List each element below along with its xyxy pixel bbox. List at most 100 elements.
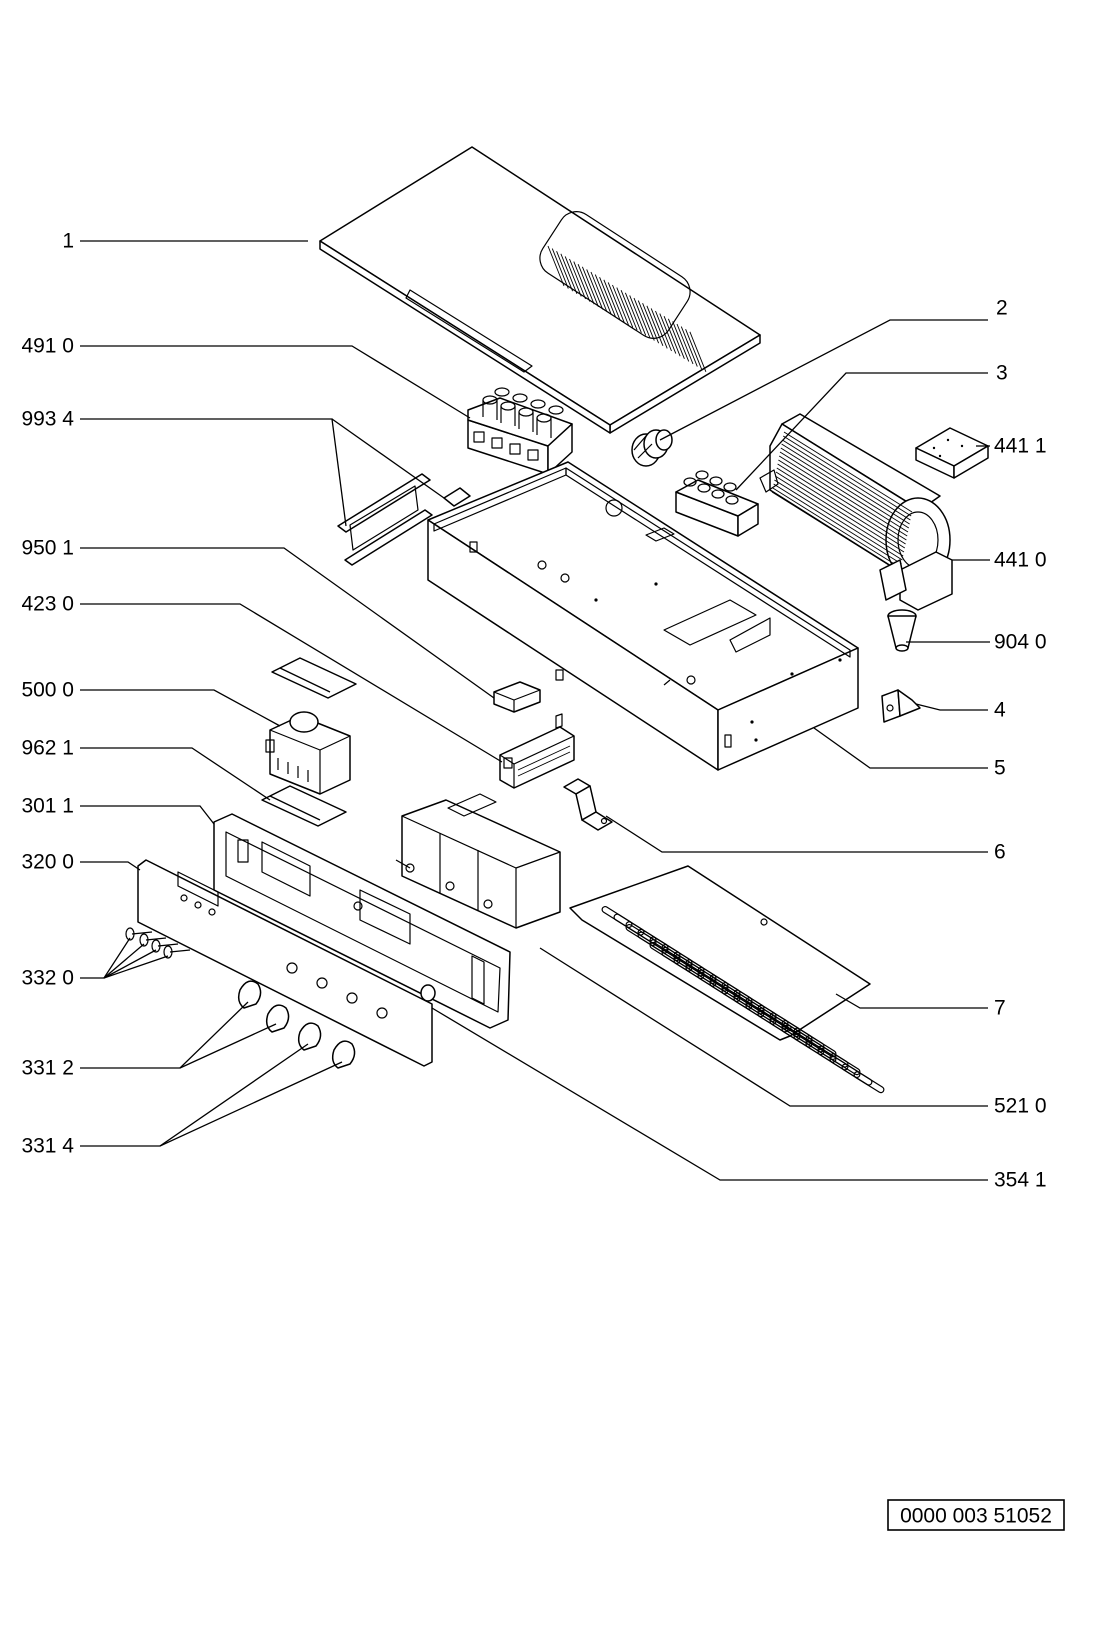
callout-521-0: 521 0: [994, 1095, 1047, 1118]
vent-slot: [642, 303, 660, 344]
part-bracket-strips: [337, 473, 471, 566]
part-small-terminal: [675, 470, 759, 537]
part-small-block: [493, 681, 541, 713]
fan-rib: [777, 463, 906, 545]
vent-slot: [569, 258, 586, 300]
vent-slot: [633, 297, 651, 339]
fan-rib: [773, 483, 902, 565]
callout-332-0: 332 0: [21, 967, 74, 990]
fan-rib: [771, 491, 901, 573]
vent-slot: [659, 313, 677, 354]
callout-2: 2: [996, 297, 1008, 320]
drawing-reference-number: 0000 003 51052: [900, 1505, 1052, 1528]
vent-slot: [573, 261, 591, 302]
vent-slot: [676, 323, 694, 365]
part-front-fascia: [137, 859, 436, 1067]
vent-slot: [650, 308, 668, 349]
callout-331-4: 331 4: [21, 1135, 74, 1158]
callout-301-1: 301 1: [21, 795, 74, 818]
vent-slot: [689, 331, 707, 372]
vent-slot: [620, 290, 638, 331]
part-label-plate-upper: [271, 657, 357, 699]
vent-slot: [637, 300, 655, 341]
fan-rib: [776, 467, 906, 549]
vent-slot: [629, 295, 647, 336]
vent-slot: [624, 292, 642, 333]
callout-320-0: 320 0: [21, 851, 74, 874]
callout-950-1: 950 1: [21, 537, 74, 560]
grille-slot: [853, 1071, 885, 1094]
vent-slot: [547, 245, 565, 287]
vent-slot: [603, 279, 621, 320]
fan-rib: [782, 435, 912, 517]
callout-441-1: 441 1: [994, 435, 1047, 458]
callout-354-1: 354 1: [994, 1169, 1047, 1192]
callout-491-0: 491 0: [21, 335, 74, 358]
vent-slot: [551, 248, 569, 289]
callout-labels: 1 491 0 993 4 950 1 423 0 500 0 962 1 30…: [21, 230, 1046, 1192]
vent-slot: [577, 264, 595, 305]
vent-slot: [667, 318, 685, 359]
vent-slot: [564, 256, 582, 297]
vent-slot: [599, 277, 617, 318]
part-relay-bracket: [499, 713, 575, 789]
fan-rib: [775, 471, 905, 553]
fan-rib: [780, 447, 910, 529]
vent-slot: [594, 274, 612, 315]
part-tangential-fan: [759, 413, 953, 611]
callout-423-0: 423 0: [21, 593, 74, 616]
part-z-bracket: [563, 778, 613, 831]
part-441-1-block: [915, 427, 989, 479]
part-grille-plate: [569, 865, 885, 1094]
vent-slot: [612, 284, 629, 326]
cover-vent-slots: [547, 245, 707, 372]
vent-slot: [680, 326, 698, 367]
fan-rib: [778, 455, 908, 537]
vent-slot: [586, 269, 604, 310]
callout-4: 4: [994, 699, 1006, 722]
callout-441-0: 441 0: [994, 549, 1047, 572]
vent-slot: [646, 305, 664, 346]
fan-rib: [778, 459, 907, 541]
callout-962-1: 962 1: [21, 737, 74, 760]
fan-rib: [781, 443, 910, 525]
vent-slot: [672, 321, 690, 362]
callout-331-2: 331 2: [21, 1057, 74, 1080]
vent-slot: [556, 251, 574, 292]
part-terminal-block: [467, 387, 573, 475]
callout-904-0: 904 0: [994, 631, 1047, 654]
callout-5: 5: [994, 757, 1006, 780]
vent-slot: [607, 282, 625, 323]
part-top-cover: [319, 146, 761, 434]
part-main-housing: [427, 461, 859, 771]
fan-rib: [783, 431, 913, 513]
vent-slot: [581, 266, 599, 307]
part-cable-gland: [631, 429, 673, 467]
fan-rib: [772, 487, 902, 569]
fan-rib: [774, 475, 904, 557]
part-timer-module: [395, 793, 561, 929]
leader-lines: [80, 240, 990, 1181]
callout-7: 7: [994, 997, 1006, 1020]
grille-slots: [601, 905, 885, 1094]
vent-slot: [685, 329, 703, 370]
callout-1: 1: [62, 230, 74, 253]
part-rotary-switch: [265, 711, 351, 795]
callout-3: 3: [996, 362, 1008, 385]
fan-rib: [774, 479, 903, 561]
fan-rib: [782, 439, 911, 521]
part-screws: [125, 927, 191, 959]
fan-ribs: [771, 431, 913, 573]
callout-6: 6: [994, 841, 1006, 864]
callout-500-0: 500 0: [21, 679, 74, 702]
vent-slot: [560, 253, 578, 294]
part-label-plate-lower: [261, 785, 347, 827]
vent-slot: [663, 316, 681, 357]
drawing-reference-box: 0000 003 51052: [887, 1499, 1065, 1531]
vent-slot: [616, 287, 634, 328]
part-foot: [887, 609, 917, 652]
vent-slot: [590, 271, 608, 313]
part-small-bracket: [881, 689, 921, 723]
vent-slot: [655, 310, 672, 352]
